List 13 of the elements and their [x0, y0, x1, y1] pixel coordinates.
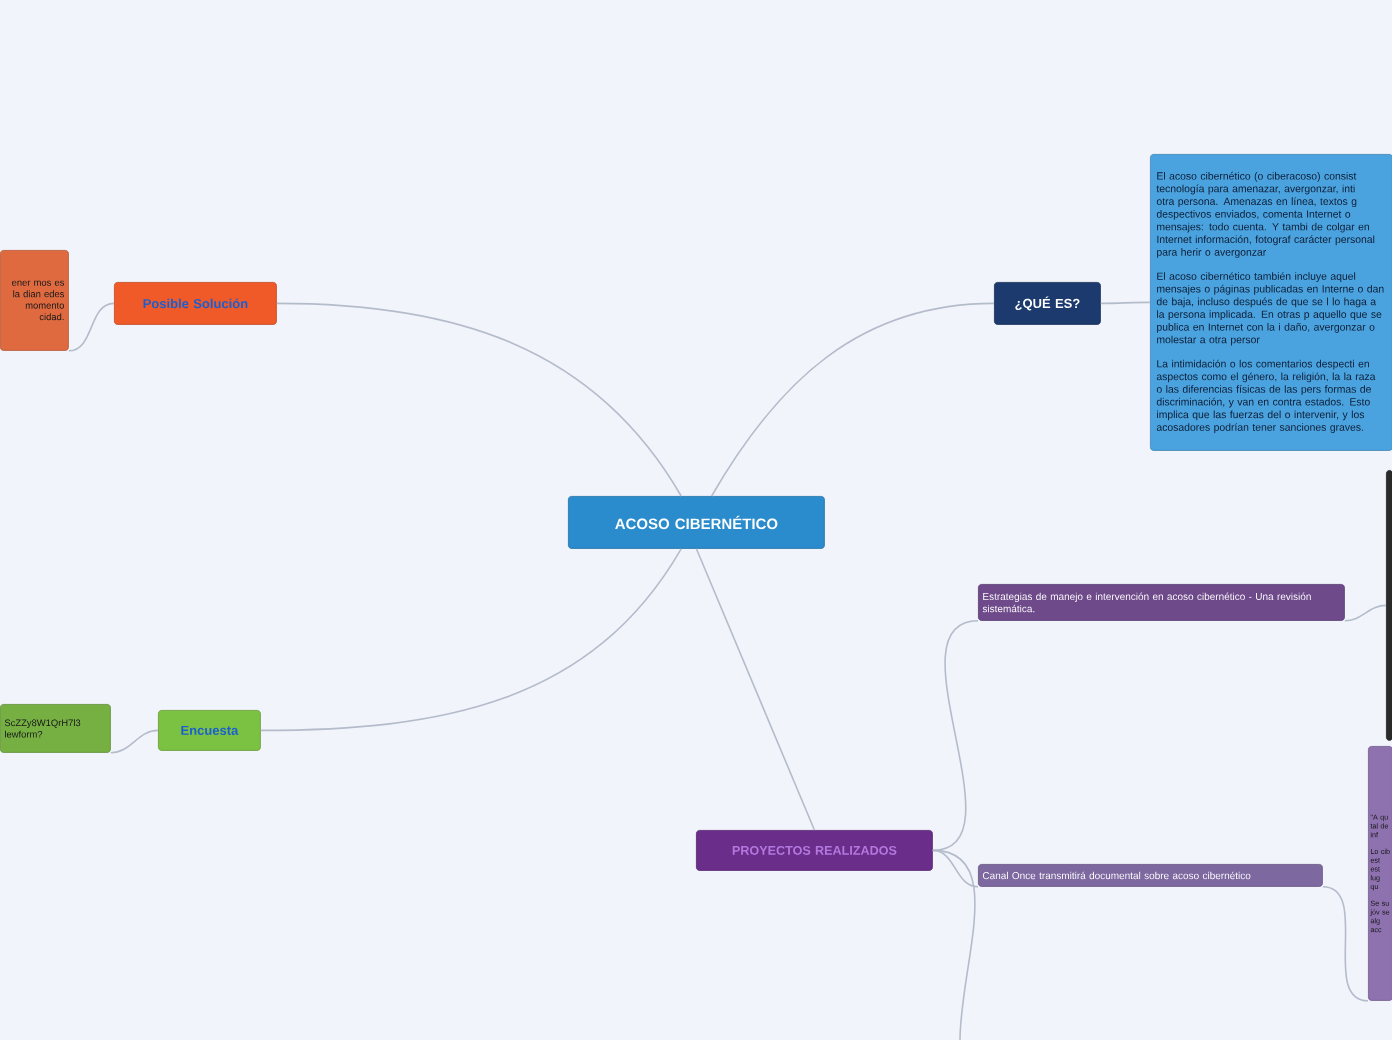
connector-line [110, 729, 159, 754]
connector-line [68, 302, 115, 352]
connector-line [932, 849, 979, 888]
connector-line [1344, 604, 1387, 622]
connector-line [276, 302, 682, 497]
connector-line [695, 548, 816, 831]
connector-line [1322, 886, 1369, 1002]
connector-line [932, 849, 976, 1040]
box [1386, 470, 1392, 741]
connector-line [932, 620, 979, 852]
connector-line [710, 302, 995, 497]
connector-line [1100, 301, 1151, 305]
connector-line [260, 548, 682, 732]
